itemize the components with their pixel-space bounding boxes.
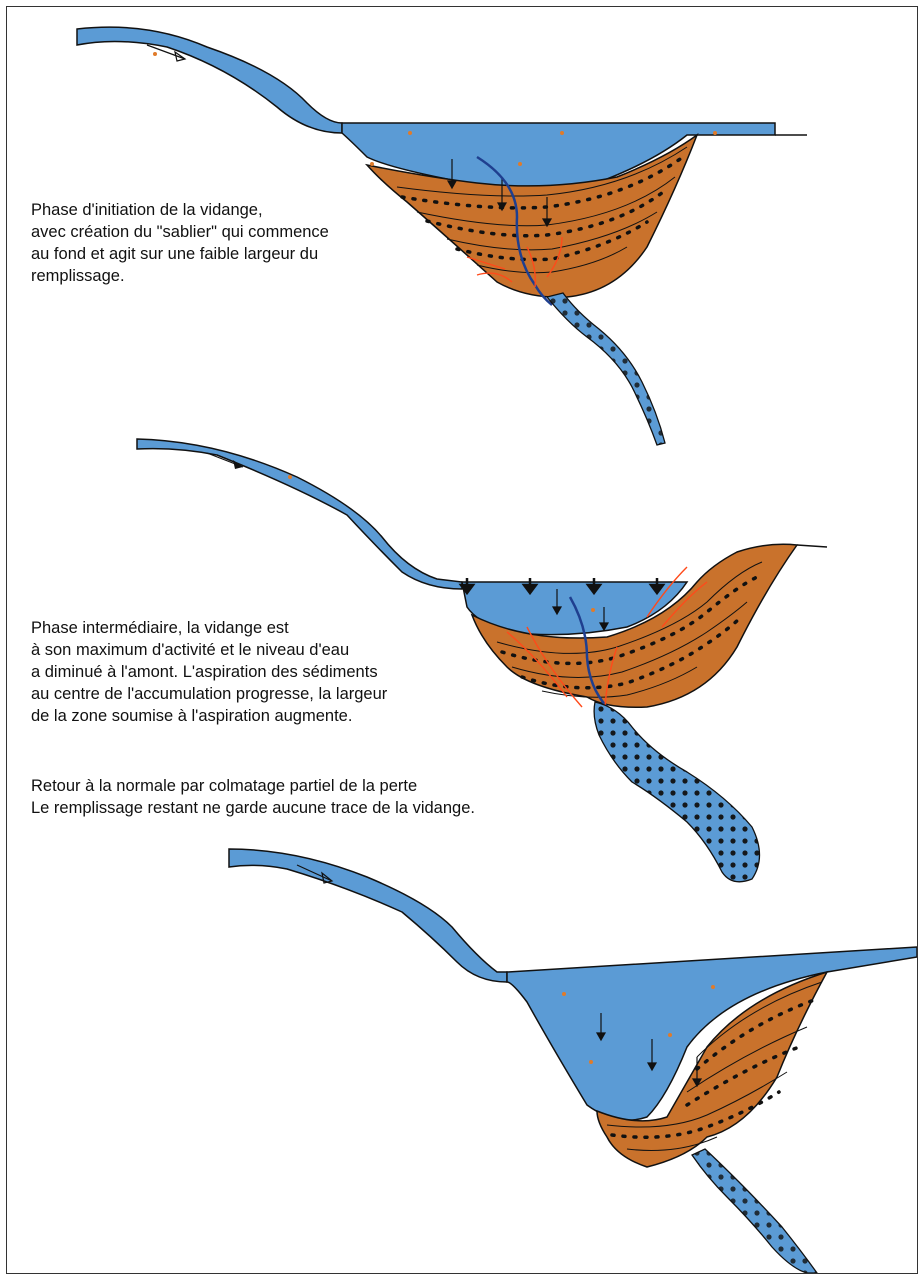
caption-phase-intermediaire: Phase intermédiaire, la vidange est à so… [31,617,387,727]
caption-line: a diminué à l'amont. L'aspiration des sé… [31,661,387,683]
panel-2-marker [591,608,595,612]
panel-2-terrain-outline [797,545,827,547]
caption-phase-initiation: Phase d'initiation de la vidange, avec c… [31,199,329,287]
caption-line: à son maximum d'activité et le niveau d'… [31,639,387,661]
caption-line: Phase d'initiation de la vidange, [31,199,329,221]
diagram-frame: Phase d'initiation de la vidange, avec c… [6,6,918,1274]
caption-line: Phase intermédiaire, la vidange est [31,617,387,639]
caption-line: au fond et agit sur une faible largeur d… [31,243,329,265]
panel-1-marker [153,52,157,56]
panel-2-upstream-channel [137,439,462,589]
caption-line: remplissage. [31,265,329,287]
caption-line: Le remplissage restant ne garde aucune t… [31,797,475,819]
panel-1-upstream-channel [77,27,342,133]
caption-line: avec création du "sablier" qui commence [31,221,329,243]
panel-2-marker [288,475,292,479]
caption-line: Retour à la normale par colmatage partie… [31,775,475,797]
caption-phase-retour: Retour à la normale par colmatage partie… [31,775,475,819]
panel-3-upstream-channel [229,849,507,982]
panel-3-return [229,849,917,1273]
caption-line: de la zone soumise à l'aspiration augmen… [31,705,387,727]
caption-line: au centre de l'accumulation progresse, l… [31,683,387,705]
